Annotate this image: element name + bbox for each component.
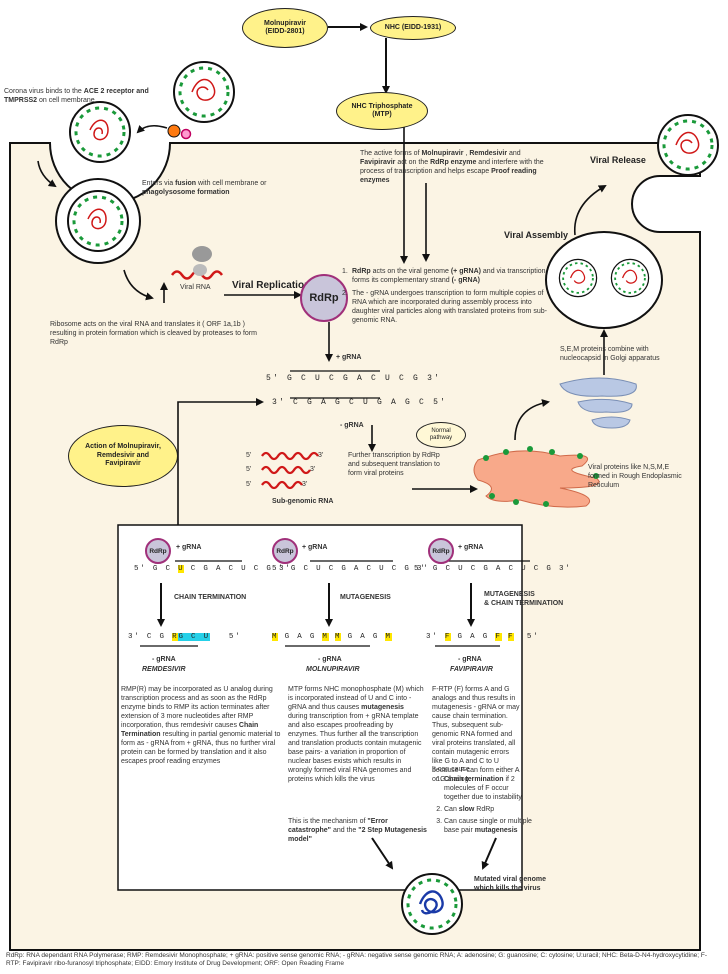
- footer-abbreviations: RdRp: RNA dependant RNA Polymerase; RMP:…: [6, 952, 708, 968]
- minus-grna-label: - gRNA: [340, 422, 364, 429]
- sg-3-label: 3': [318, 452, 324, 459]
- panel3-effects-list: Chain termination if 2 molecules of F oc…: [432, 776, 532, 839]
- panel3-minus-grna: - gRNA: [458, 656, 482, 663]
- sg-3-label-3: 3': [302, 481, 308, 488]
- tmprss2-icon: [180, 128, 192, 140]
- er-text: Viral proteins like N,S,M,E formed in Ro…: [588, 464, 682, 489]
- viral-assembly-heading: Viral Assembly: [504, 230, 569, 240]
- golgi-apparatus-icon: [559, 377, 637, 429]
- panel2-mechanism: MUTAGENESIS: [340, 594, 391, 601]
- panel3-mechanism: MUTAGENESIS & CHAIN TERMINATION: [484, 591, 564, 607]
- incoming-virus-icon: [172, 60, 236, 124]
- viral-release-heading: Viral Release: [590, 155, 646, 165]
- panel1-top-strand: 5' G C U C G A C U C G 3': [134, 565, 292, 573]
- panel2-plus-grna: + gRNA: [302, 544, 328, 551]
- replication-steps: 1.RdRp acts on the viral genome (+ gRNA)…: [342, 268, 547, 324]
- panel3-top-strand: 5' G C U C G A C U C G 3': [414, 565, 572, 573]
- viral-replication-heading: Viral Replication: [232, 280, 311, 291]
- subgenomic-rna-icon: [261, 451, 319, 490]
- effect-item: Can cause single or multiple base pair m…: [444, 818, 532, 836]
- fusion-text: Enters via fusion with cell membrane or …: [142, 180, 267, 196]
- panel2-drug: MOLNUPIRAVIR: [306, 666, 360, 673]
- panel1-bottom-strand: 3' C G RG C U 5': [128, 633, 242, 641]
- panel3-drug: FAVIPIRAVIR: [450, 666, 493, 673]
- released-virus-icon: [656, 113, 720, 177]
- effect-item: Chain termination if 2 molecules of F oc…: [444, 776, 532, 803]
- sg-5-label-3: 5': [246, 481, 252, 488]
- panel1-plus-grna: + gRNA: [176, 544, 202, 551]
- ace2-receptor-icon: [167, 124, 181, 138]
- panel1-mechanism: CHAIN TERMINATION: [174, 594, 247, 601]
- panel2-description: MTP forms NHC monophosphate (M) which is…: [288, 686, 424, 783]
- panel3-rdrp: RdRp: [428, 538, 454, 564]
- effect-item: Can slow RdRp: [444, 806, 532, 815]
- outcome-text: Mutated viral genome which kills the vir…: [474, 876, 546, 892]
- rough-er-icon: [473, 446, 600, 508]
- panel1-rdrp: RdRp: [145, 538, 171, 564]
- sg-5-label: 5': [246, 452, 252, 459]
- panel3-description: F-RTP (F) forms A and G analogs and thus…: [432, 686, 520, 783]
- panel1-description: RMP(R) may be incorporated as U analog d…: [121, 686, 281, 765]
- engulfing-virus-icon: [68, 100, 132, 164]
- mechanism-panel: [117, 524, 523, 891]
- nhc-node: NHC (EIDD-1931): [370, 16, 456, 40]
- active-forms-text: The active forms of Molnupiravir , Remde…: [360, 150, 544, 184]
- panel2-top-strand: 5' G C U C G A C U C G 3': [272, 565, 430, 573]
- bottom-strand: 3' C G A G C U G A G C 5': [272, 398, 448, 407]
- panel2-rdrp: RdRp: [272, 538, 298, 564]
- panel2-extra: This is the mechanism of "Error catastro…: [288, 818, 427, 843]
- panel1-drug: REMDESIVIR: [142, 666, 186, 673]
- viral-rna-label: Viral RNA: [180, 284, 211, 291]
- panel1-minus-grna: - gRNA: [152, 656, 176, 663]
- viral-assembly-icon: [545, 231, 663, 329]
- normal-pathway-node: Normal pathway: [416, 422, 466, 448]
- ribosome-icon: [192, 246, 212, 276]
- molnupiravir-node: Molnupiravir (EIDD-2801): [242, 8, 328, 48]
- endosome-icon: [55, 178, 141, 264]
- golgi-text: S,E,M proteins combine with nucleocapsid…: [560, 346, 660, 362]
- mtp-node: NHC Triphosphate (MTP): [336, 92, 428, 130]
- panel2-minus-grna: - gRNA: [318, 656, 342, 663]
- panel3-can-cause: It can cause: [432, 766, 470, 773]
- subgenomic-rna-label: Sub-genomic RNA: [272, 498, 334, 505]
- plus-grna-label: + gRNA: [336, 354, 362, 361]
- further-transcription-text: Further transcription by RdRp and subseq…: [348, 452, 440, 477]
- panel3-plus-grna: + gRNA: [458, 544, 484, 551]
- action-node: Action of Molnupiravir, Remdesivir and F…: [68, 425, 178, 487]
- top-strand: 5' G C U C G A C U C G 3': [266, 374, 442, 383]
- binding-text: Corona virus binds to the ACE 2 receptor…: [4, 88, 149, 104]
- ribosome-text: Ribosome acts on the viral RNA and trans…: [50, 321, 257, 346]
- panel3-bottom-strand: 3' F G A G F F 5': [426, 633, 540, 641]
- sg-3-label-2: 3': [310, 466, 316, 473]
- panel2-bottom-strand: M G A G M M G A G M: [272, 633, 392, 641]
- rdrp-enzyme: RdRp: [300, 274, 348, 322]
- mutated-virus-icon: [400, 872, 464, 936]
- sg-5-label-2: 5': [246, 466, 252, 473]
